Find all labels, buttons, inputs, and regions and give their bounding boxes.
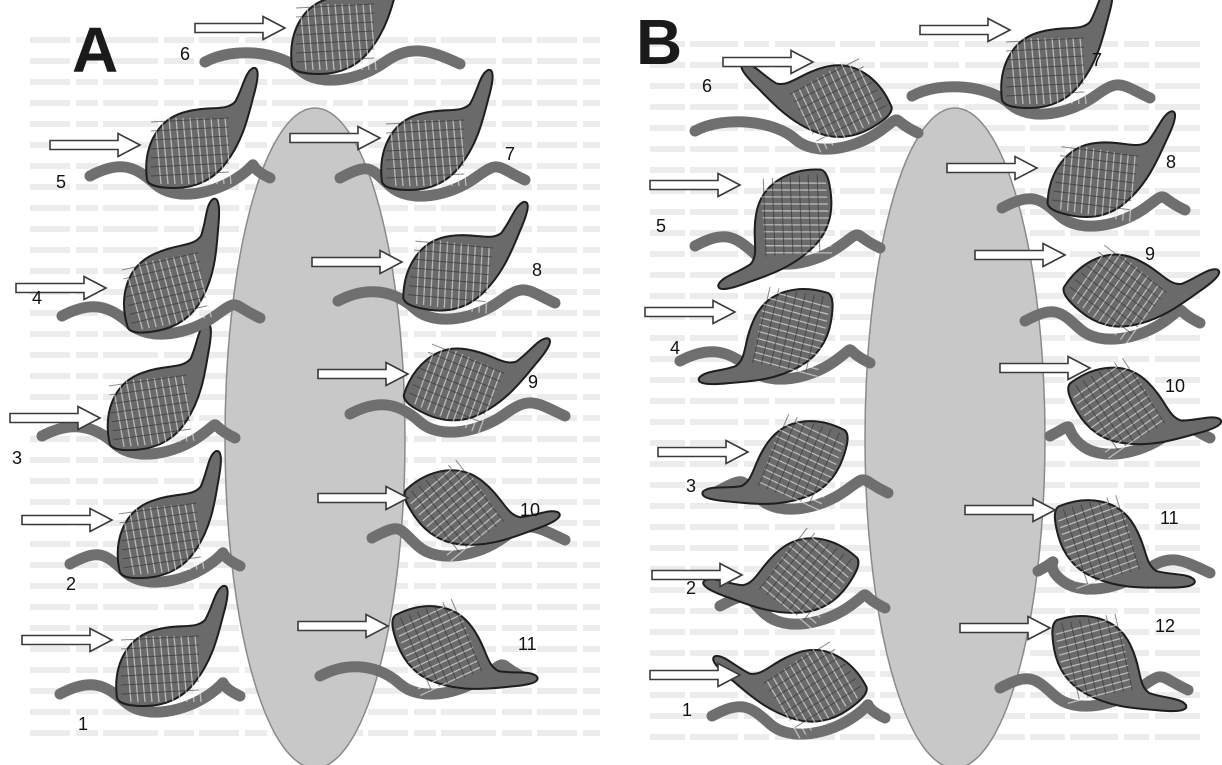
panel-a-step-6-flow-arrow [195,17,285,40]
panel-b-step-5-label: 5 [656,216,666,236]
panel-b-step-2-label: 2 [686,578,696,598]
panel-b-step-6-cell [740,9,897,169]
panel-a-step-1-label: 1 [78,714,88,734]
panel-a-step-4-flow-arrow [16,277,106,300]
panel-a-step-7-label: 7 [505,144,515,164]
panel-b-step-11-label: 11 [1160,508,1179,528]
panel-b-step-10-label: 10 [1165,376,1185,396]
panel-a-step-6-label: 6 [180,44,190,64]
panel-a-step-2-label: 2 [66,574,76,594]
panel-b-step-12-label: 12 [1155,616,1175,636]
panel-b-step-1-label: 1 [682,700,692,720]
panel-b-step-4-flow-arrow [645,301,735,324]
panel-b-step-6-label: 6 [702,76,712,96]
panel-b-step-7-label: 7 [1092,50,1102,70]
panel-b-step-9-label: 9 [1145,244,1155,264]
panel-a-letter: A [72,14,118,86]
panel-a-step-5: 5 [50,68,270,194]
panel-b-step-10-cell [1063,327,1222,484]
panel-a: A 1 2 3 4 5 6 7 8 9 10 11 [10,0,565,765]
panel-a-step-9-label: 9 [528,372,538,392]
panel-a-step-2-flow-arrow [22,509,112,532]
panel-b-step-7-flow-arrow [920,19,1010,42]
panel-a-step-4-label: 4 [32,288,42,308]
panel-b-step-4: 4 [645,273,870,404]
panel-b-step-6: 6 [695,9,918,169]
panel-a-step-10-label: 10 [520,500,540,520]
panel-a-step-5-label: 5 [56,172,66,192]
panel-b-step-5: 5 [650,168,880,289]
panel-b-step-8-label: 8 [1166,152,1176,172]
panel-a-step-8-label: 8 [532,260,542,280]
panel-b-step-7: 7 [912,0,1150,114]
panel-a-step-11-label: 11 [518,634,537,654]
panel-a-step-3-label: 3 [12,448,22,468]
panel-b-step-3-label: 3 [686,476,696,496]
panel-b-letter: B [636,6,682,78]
panel-a-step-5-flow-arrow [50,134,140,157]
panel-a-step-2: 2 [22,451,240,594]
panel-b-step-6-flow-arrow [723,51,813,74]
panel-b-step-4-label: 4 [670,338,680,358]
